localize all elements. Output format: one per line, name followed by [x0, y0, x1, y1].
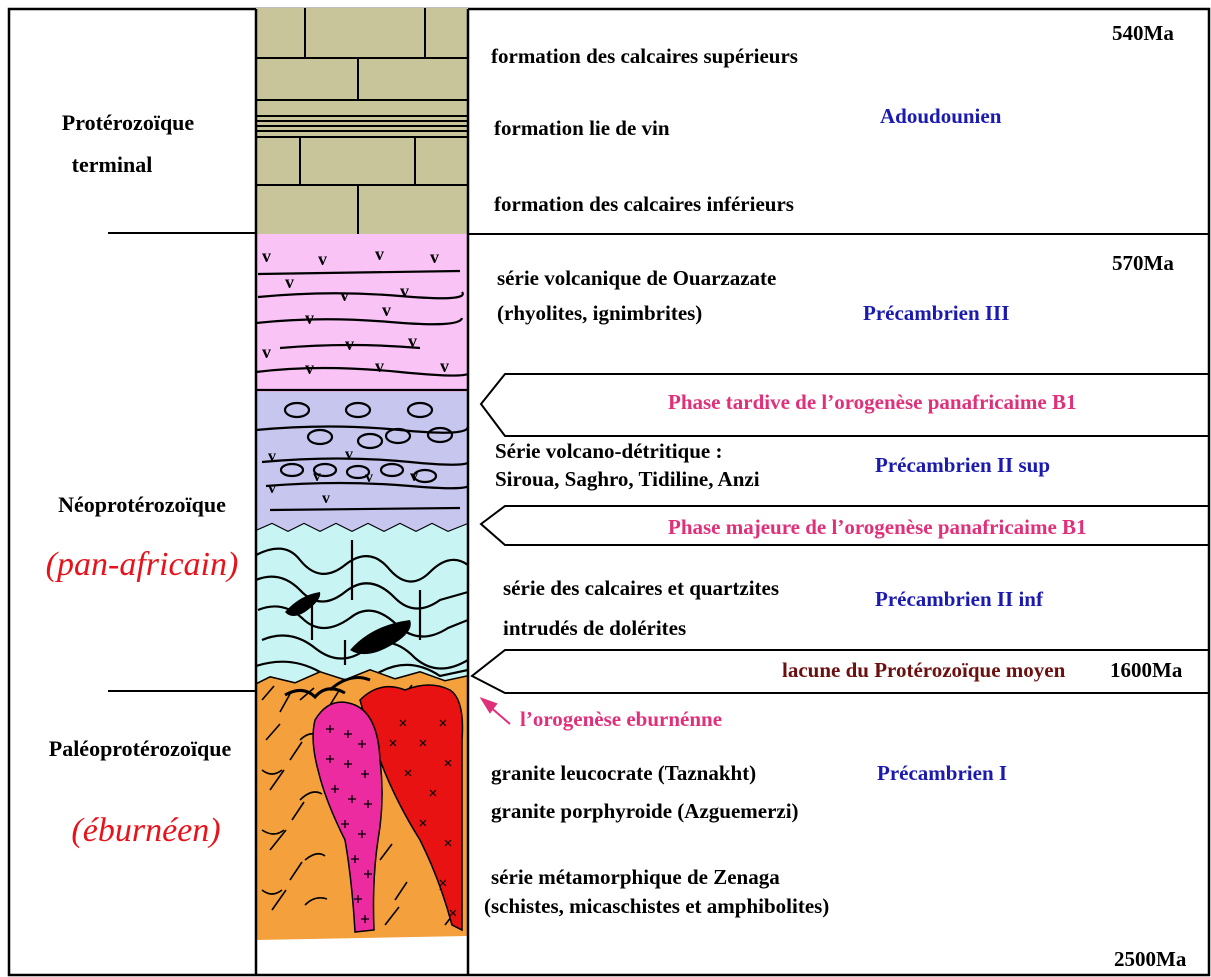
stage-adoudounien: Adoudounien	[880, 104, 1002, 128]
svg-text:v: v	[322, 490, 330, 507]
serie-volcano-detritique-detail: Siroua, Saghro, Tidiline, Anzi	[495, 467, 760, 491]
serie-ouarzazate: série volcanique de Ouarzazate	[497, 266, 776, 290]
serie-zenaga: série métamorphique de Zenaga	[491, 865, 780, 889]
svg-text:v: v	[410, 468, 418, 485]
serie-volcano-detritique: Série volcano-détritique :	[495, 439, 722, 463]
svg-text:v: v	[262, 342, 271, 362]
svg-text:v: v	[430, 247, 439, 267]
svg-text:v: v	[318, 249, 327, 269]
layer-calcaires-quartzites	[256, 524, 468, 690]
layer-calcaires	[256, 8, 468, 234]
svg-text:v: v	[305, 358, 314, 378]
svg-text:v: v	[375, 244, 384, 264]
stage-precambrien-1: Précambrien I	[877, 761, 1007, 785]
event-phase-tardive: Phase tardive de l’orogenèse panafricaim…	[668, 390, 1076, 414]
serie-calcaires-quartzites-detail: intrudés de dolérites	[503, 616, 686, 640]
svg-text:v: v	[345, 446, 353, 463]
age-570: 570Ma	[1112, 251, 1174, 275]
svg-text:v: v	[400, 281, 409, 301]
formation-calcaires-inferieurs: formation des calcaires inférieurs	[494, 192, 794, 216]
granite-leucocrate-label: granite leucocrate (Taznakht)	[491, 761, 756, 785]
era-pan-africain: (pan-africain)	[46, 546, 239, 583]
stage-precambrien-2-inf: Précambrien II inf	[875, 587, 1044, 611]
event-phase-majeure: Phase majeure de l’orogenèse panafricaim…	[668, 515, 1087, 539]
age-1600: 1600Ma	[1110, 658, 1183, 682]
serie-zenaga-detail: (schistes, micaschistes et amphibolites)	[484, 894, 829, 918]
era-proterozoique-terminal: Protérozoïque	[62, 110, 195, 135]
event-lacune: lacune du Protérozoïque moyen	[782, 658, 1066, 682]
stage-precambrien-2-sup: Précambrien II sup	[875, 453, 1050, 477]
svg-text:v: v	[285, 272, 294, 292]
formation-lie-de-vin: formation lie de vin	[494, 116, 670, 140]
svg-text:v: v	[345, 334, 354, 354]
svg-text:v: v	[440, 356, 449, 376]
svg-text:v: v	[375, 356, 384, 376]
svg-text:v: v	[262, 246, 271, 266]
age-540: 540Ma	[1112, 21, 1174, 45]
event-orogenese-eburnenne: l’orogenèse eburnénne	[520, 707, 722, 731]
serie-calcaires-quartzites: série des calcaires et quartzites	[503, 576, 779, 600]
serie-ouarzazate-detail: (rhyolites, ignimbrites)	[497, 301, 702, 325]
age-2500: 2500Ma	[1114, 947, 1187, 971]
formation-calcaires-superieurs: formation des calcaires supérieurs	[491, 44, 798, 68]
stage-precambrien-3: Précambrien III	[863, 301, 1009, 325]
era-eburneen: (éburnéen)	[71, 812, 220, 849]
svg-text:v: v	[340, 285, 349, 305]
era-proterozoique-terminal-2: terminal	[72, 152, 153, 177]
svg-text:v: v	[268, 480, 276, 497]
era-paleoproterozoique: Paléoprotérozoïque	[49, 736, 232, 761]
svg-text:v: v	[382, 300, 391, 320]
svg-text:v: v	[408, 331, 417, 351]
svg-text:v: v	[305, 308, 314, 328]
era-neoproterozoique: Néoprotérozoïque	[58, 492, 226, 517]
granite-porphyroide-label: granite porphyroide (Azguemerzi)	[491, 799, 799, 823]
svg-text:v: v	[268, 448, 276, 465]
svg-text:v: v	[313, 468, 321, 485]
layer-eburneen	[256, 665, 468, 945]
arrow-eburnenne	[482, 699, 510, 724]
svg-text:v: v	[365, 469, 373, 486]
